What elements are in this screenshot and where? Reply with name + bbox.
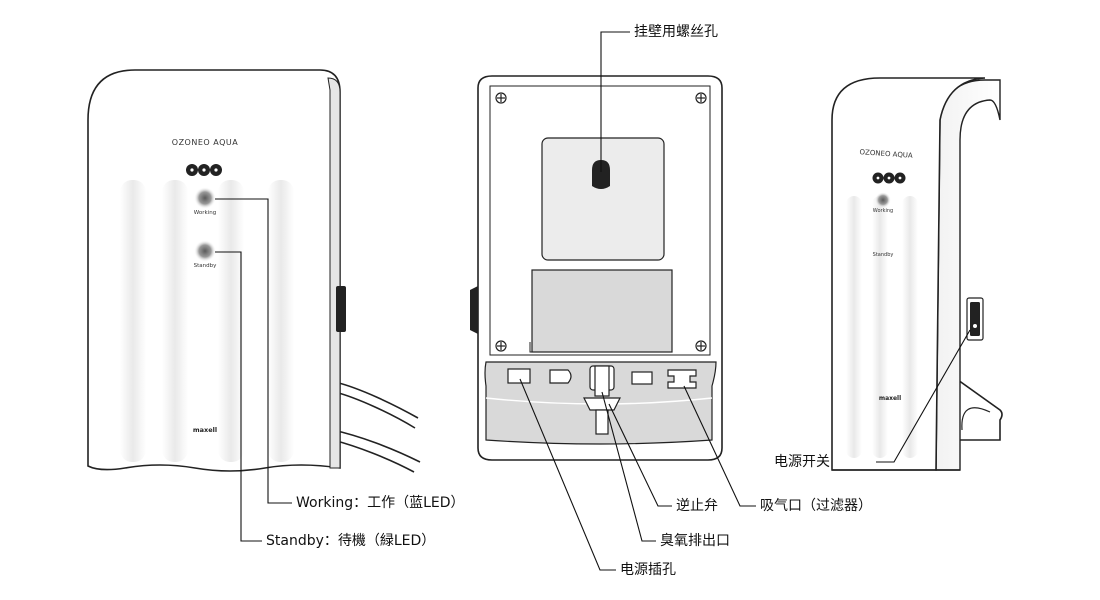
leader-wall-hole	[600, 31, 630, 172]
small-port	[631, 371, 653, 385]
callout-wall-hole: 挂壁用螺丝孔	[634, 24, 718, 40]
keyhole-icon	[592, 160, 610, 189]
power-cords	[332, 381, 421, 473]
front-switch	[336, 286, 346, 332]
leader-check-valve	[608, 403, 672, 507]
front-working-led	[194, 187, 216, 209]
front-unit: OZONEO AQUA Working Standby maxell	[87, 69, 421, 473]
side-standby-label: Standby	[873, 252, 894, 258]
leader-working	[215, 198, 292, 504]
side-working-led	[875, 192, 891, 208]
front-working-label: Working	[194, 210, 216, 216]
side-maker-logo: maxell	[879, 395, 901, 402]
power-switch	[970, 302, 980, 336]
power-jack	[507, 368, 531, 384]
leader-lines	[215, 31, 971, 571]
label-plate	[531, 269, 673, 353]
callout-check-valve: 逆止弁	[676, 498, 718, 514]
wall-mount-panel	[541, 137, 665, 261]
leader-power-switch	[876, 329, 971, 463]
leader-power-jack	[519, 378, 616, 571]
front-standby-label: Standby	[194, 263, 217, 269]
front-standby-led	[194, 240, 216, 262]
callout-intake: 吸气口（过滤器）	[760, 498, 872, 514]
leader-intake	[683, 385, 756, 507]
front-maker-logo: maxell	[193, 426, 217, 434]
back-inner-frame	[489, 85, 711, 356]
callout-power-jack: 电源插孔	[620, 562, 676, 578]
side-ridges	[846, 196, 918, 458]
intake-filter	[667, 369, 697, 389]
callout-working: Working：工作（蓝LED）	[296, 495, 465, 511]
callout-ozone-outlet: 臭氧排出口	[660, 533, 730, 549]
front-side-strip	[327, 77, 341, 469]
d-port	[549, 369, 572, 384]
back-side-switch	[470, 286, 478, 334]
back-unit	[470, 75, 723, 461]
leader-standby	[215, 251, 262, 542]
callout-power-switch: 电源开关	[774, 454, 830, 470]
leader-ozone-outlet	[601, 391, 656, 542]
side-brand-text: OZONEO AQUA	[859, 148, 913, 160]
side-working-label: Working	[873, 208, 893, 214]
front-ridges	[120, 180, 294, 462]
side-unit: OZONEO AQUA Working Standby maxell	[831, 77, 1003, 471]
front-brand-text: OZONEO AQUA	[172, 138, 238, 147]
check-valve	[583, 397, 621, 411]
callout-standby: Standby：待機（緑LED）	[266, 533, 436, 549]
